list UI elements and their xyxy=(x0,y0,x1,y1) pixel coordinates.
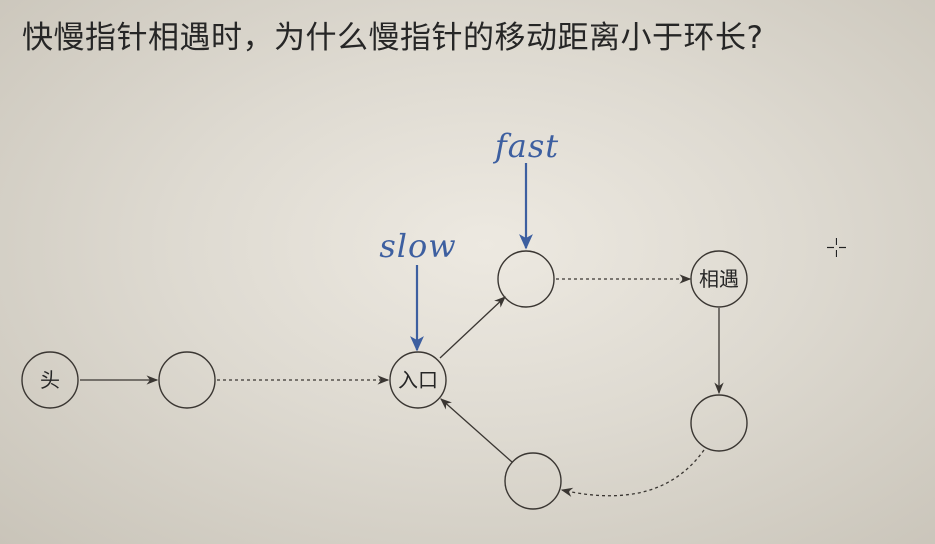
node-3 xyxy=(497,250,555,308)
node-head: 头 xyxy=(21,351,79,409)
edge-n6-to-entry xyxy=(440,398,513,463)
page-title: 快慢指针相遇时，为什么慢指针的移动距离小于环长? xyxy=(22,20,764,56)
node-meet: 相遇 xyxy=(690,250,748,308)
slow-label: slow xyxy=(379,227,456,265)
crosshair-cursor-icon xyxy=(827,238,846,257)
node-6 xyxy=(504,452,562,510)
node-entry-label: 入口 xyxy=(398,368,438,392)
edge-n5-to-n6 xyxy=(560,449,705,497)
node-1 xyxy=(158,351,216,409)
node-head-label: 头 xyxy=(40,368,60,392)
fast-label: fast xyxy=(493,127,559,165)
edge-entry-to-n3 xyxy=(439,296,506,359)
node-meet-label: 相遇 xyxy=(699,267,739,291)
node-5 xyxy=(690,394,748,452)
node-entry: 入口 xyxy=(389,351,447,409)
